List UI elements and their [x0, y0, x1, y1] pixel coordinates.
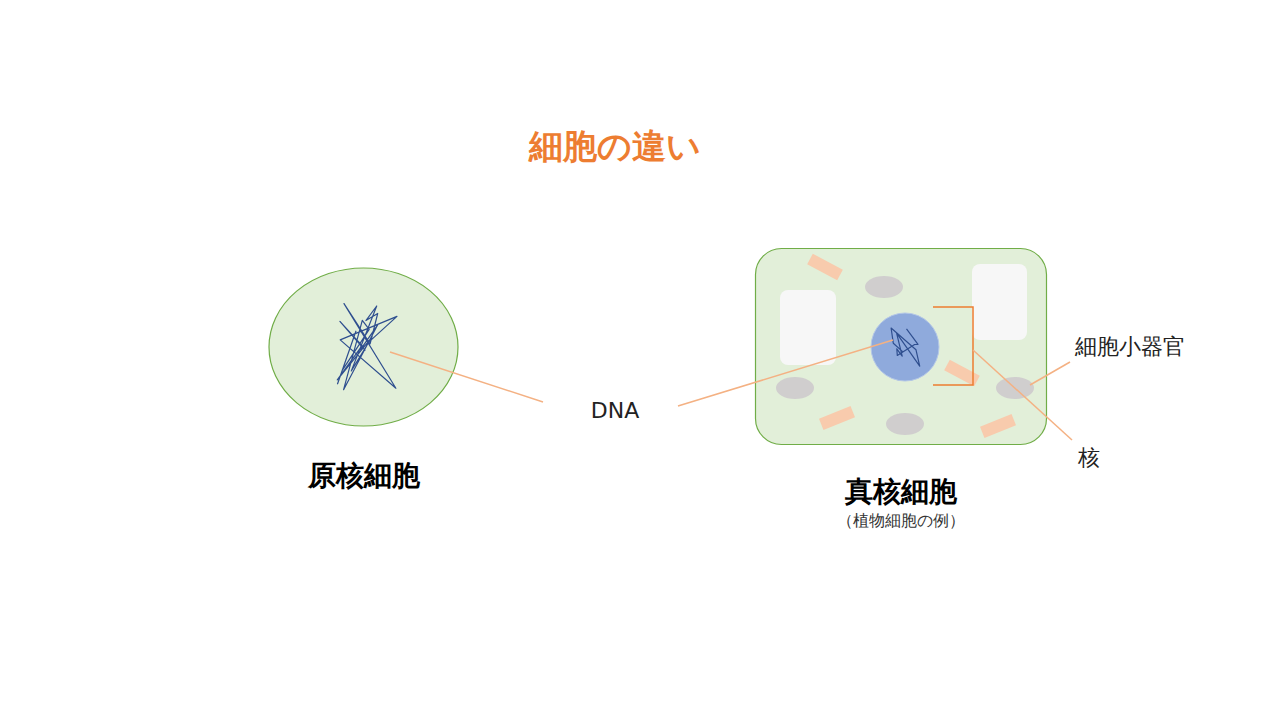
chloroplast: [944, 360, 980, 387]
vacuole: [972, 264, 1027, 340]
mitochondrion: [996, 377, 1034, 399]
mitochondrion: [886, 413, 924, 435]
cell-name: 原核細胞: [308, 457, 420, 495]
dna-strand: [337, 304, 397, 390]
leader-line: [390, 352, 543, 402]
cell-outline: [755, 248, 1047, 445]
cell-membrane: [269, 268, 458, 426]
chloroplast: [807, 254, 843, 281]
cell-outline: [268, 267, 459, 427]
dna-strand: [891, 328, 920, 366]
leader-line: [1030, 362, 1070, 385]
leader-line: [973, 350, 1072, 440]
mitochondrion: [865, 276, 903, 298]
nucleus-bracket: [933, 307, 973, 385]
chloroplast: [819, 406, 855, 430]
cell-wall: [756, 249, 1047, 445]
chloroplast: [980, 414, 1016, 438]
organelle-label: 細胞小器官: [1075, 332, 1185, 362]
mitochondrion: [776, 377, 814, 399]
vacuole: [780, 290, 836, 365]
nucleus-label: 核: [1078, 443, 1100, 473]
prokaryote-cell: 原核細胞: [268, 267, 459, 427]
nucleus: [871, 313, 939, 381]
eukaryote-cell: 真核細胞（植物細胞の例）: [755, 248, 1047, 445]
dna-label: DNA: [591, 398, 639, 423]
title: 細胞の違い: [529, 124, 701, 170]
cell-name: 真核細胞: [845, 473, 957, 511]
cell-example-note: （植物細胞の例）: [837, 511, 965, 532]
leader-line: [678, 340, 893, 406]
